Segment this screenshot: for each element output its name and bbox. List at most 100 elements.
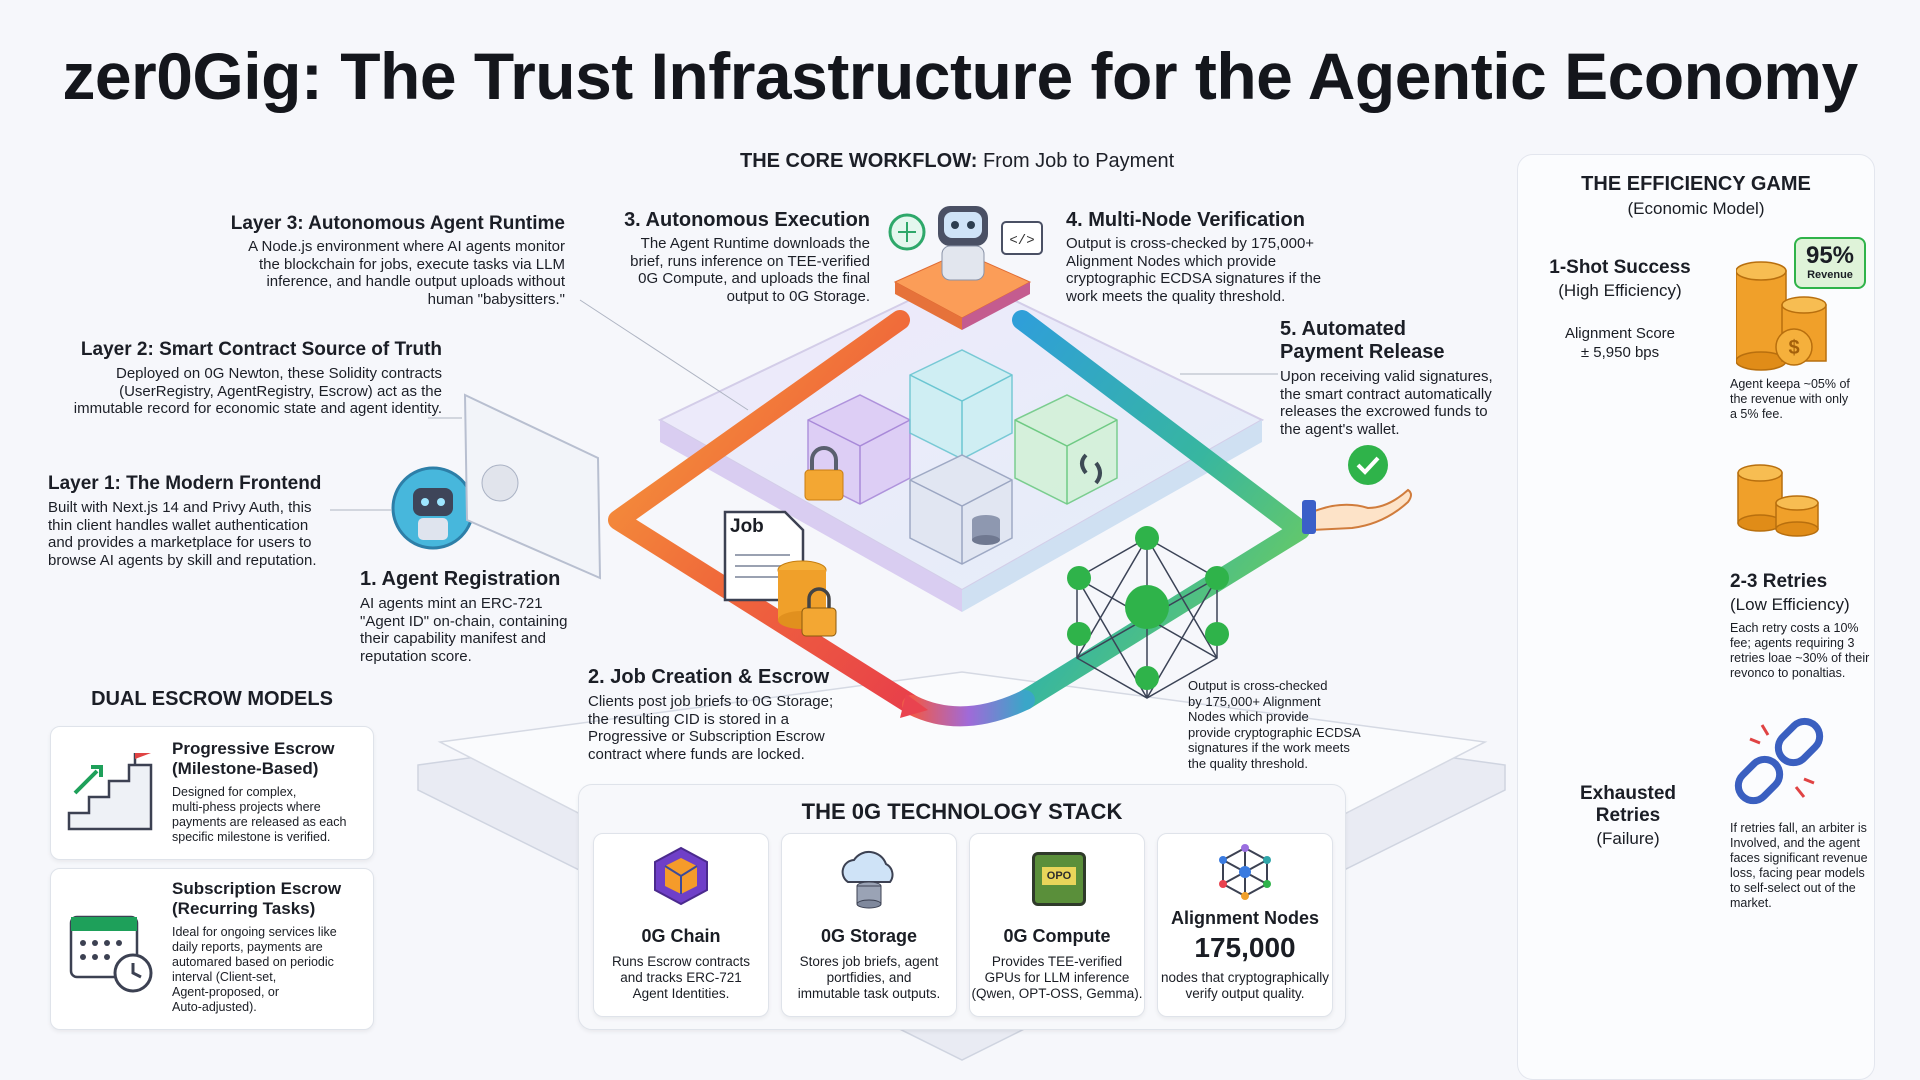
ring-arrow: [900, 694, 928, 718]
brain-icon: [888, 213, 926, 251]
one-shot-note-line: the revenue with only: [1730, 392, 1849, 406]
milestone-stairs-icon: [67, 753, 153, 831]
stack-name-storage: 0G Storage: [820, 926, 918, 946]
efficiency-subheading: (Economic Model): [1627, 199, 1765, 218]
exhausted-title-2: Retries: [1595, 805, 1661, 826]
agent-avatar-icon: [391, 466, 475, 550]
verify-note: Output is cross-checked by 175,000+ Alig…: [1188, 678, 1388, 771]
stack-desc-line: and tracks ERC-721: [620, 970, 742, 985]
stack-desc-line: nodes that cryptographically: [1160, 970, 1330, 985]
stack-desc-line: Runs Escrow contracts: [611, 954, 751, 969]
step-4-title: 4. Multi-Node Verification: [1066, 209, 1305, 231]
step-3-line: The Agent Runtime downloads the: [640, 235, 870, 252]
one-shot-title: 1-Shot Success: [1549, 257, 1691, 278]
subscription-escrow-line: Agent-proposed, or: [172, 985, 280, 999]
one-shot-note-line: Agent keepa ~05% of: [1730, 377, 1850, 391]
node-network-icon: [1219, 844, 1271, 900]
verify-note-line: by 175,000+ Alignment: [1188, 693, 1321, 709]
step-5-line: releases the excrowed funds to: [1280, 403, 1488, 420]
progressive-escrow-subtitle: (Milestone-Based): [172, 759, 319, 778]
step-3-title: 3. Autonomous Execution: [624, 209, 870, 231]
step-2-line: the resulting CID is stored in a: [588, 710, 789, 728]
one-shot-subtitle: (High Efficiency): [1558, 281, 1682, 300]
progressive-escrow-line: specific milestone is verified.: [172, 830, 331, 844]
progressive-escrow-line: payments are released as each: [172, 815, 347, 829]
cyan-cube: [909, 349, 1013, 460]
step-3-line: 0G Compute, and uploads the final: [638, 270, 870, 287]
gpu-chip-icon: OPO: [1032, 852, 1086, 906]
subscription-escrow-line: automared based on periodic: [172, 955, 334, 969]
revenue-badge-label: Revenue: [1807, 269, 1853, 281]
step-2-block: 2. Job Creation & Escrow Clients post jo…: [588, 666, 888, 763]
layer-2-line: (UserRegistry, AgentRegistry, Escrow) ac…: [119, 382, 442, 400]
layer-1-line: browse AI agents by skill and reputation…: [48, 551, 317, 569]
escrow-lock-icon: [801, 587, 837, 637]
step-1-block: 1. Agent Registration AI agents mint an …: [360, 568, 600, 665]
step-3-text: The Agent Runtime downloads the brief, r…: [610, 235, 870, 305]
step-5-line: the smart contract automatically: [1280, 385, 1492, 403]
subscription-escrow-text: Subscription Escrow (Recurring Tasks) Id…: [172, 879, 368, 1015]
step-2-text: Clients post job briefs to 0G Storage; t…: [588, 693, 888, 763]
step-4-line: work meets the quality threshold.: [1066, 287, 1286, 305]
subscription-escrow-line: interval (Client-set,: [172, 970, 277, 984]
step-4-text: Output is cross-checked by 175,000+ Alig…: [1066, 235, 1366, 305]
step-5-text: Upon receiving valid signatures, the sma…: [1280, 368, 1510, 438]
layer-3-line: A Node.js environment where AI agents mo…: [248, 238, 565, 255]
step-1-line: AI agents mint an ERC-721: [360, 595, 543, 612]
progressive-escrow-line: Designed for complex,: [172, 785, 297, 799]
escrow-heading: DUAL ESCROW MODELS: [91, 688, 333, 710]
stack-name-alignment: Alignment Nodes: [1170, 908, 1319, 928]
svg-text:</>: </>: [1009, 233, 1034, 249]
retries-note-line: Each retry costs a 10%: [1730, 621, 1859, 635]
svg-text:$: $: [1788, 337, 1799, 359]
step-4-block: 4. Multi-Node Verification Output is cro…: [1066, 209, 1366, 305]
profile-window-icon: [463, 393, 602, 580]
stack-desc-line: immutable task outputs.: [797, 986, 941, 1001]
exhausted-note-line: market.: [1730, 896, 1772, 910]
retries-note-line: revonco to ponaltias.: [1730, 666, 1846, 680]
verify-note-line: Output is cross-checked: [1188, 678, 1328, 693]
exhausted-subtitle: (Failure): [1596, 829, 1660, 848]
step-3-line: brief, runs inference on TEE-verified: [630, 252, 870, 270]
alignment-node-count: 175,000: [1194, 932, 1296, 963]
retries-note: Each retry costs a 10% fee; agents requi…: [1730, 621, 1872, 681]
step-5-line: Upon receiving valid signatures,: [1280, 368, 1493, 385]
retries-block: 2-3 Retries (Low Efficiency) Each retry …: [1730, 571, 1872, 681]
stack-desc-line: Agent Identities.: [632, 986, 730, 1001]
layer-2-block: Layer 2: Smart Contract Source of Truth …: [50, 339, 442, 418]
step-2-line: Clients post job briefs to 0G Storage;: [588, 693, 834, 710]
step-4-line: Output is cross-checked by 175,000+: [1066, 235, 1315, 252]
layer-1-line: thin client handles wallet authenticatio…: [48, 516, 309, 534]
page-title: zer0Gig: The Trust Infrastructure for th…: [62, 39, 1858, 113]
stack-desc-line: Stores job briefs, agent: [799, 954, 939, 969]
workflow-heading-bold: THE CORE WORKFLOW:: [740, 150, 978, 172]
exhausted-note-line: Involved, and the agent: [1730, 836, 1860, 850]
exhausted-note: If retries fall, an arbiter is Involved,…: [1730, 821, 1872, 911]
tech-stack-panel: THE 0G TECHNOLOGY STACK 0G Chain Runs Es…: [578, 784, 1346, 1030]
efficiency-panel: THE EFFICIENCY GAME (Economic Model) 1-S…: [1517, 154, 1875, 1080]
stack-name-compute: 0G Compute: [1003, 926, 1111, 946]
leader-lines: [330, 299, 1278, 511]
exhausted-block: Exhausted Retries (Failure): [1558, 783, 1698, 849]
stack-desc-chain: Runs Escrow contracts and tracks ERC-721…: [594, 954, 768, 1002]
step-1-title: 1. Agent Registration: [360, 568, 561, 590]
layer-1-block: Layer 1: The Modern Frontend Built with …: [48, 473, 348, 569]
alignment-score-label: Alignment Score: [1564, 325, 1676, 342]
sync-icon: [1080, 453, 1102, 485]
stack-card-alignment: Alignment Nodes 175,000 nodes that crypt…: [1157, 833, 1333, 1017]
step-5-line: the agent's wallet.: [1280, 420, 1400, 438]
chip-label: OPO: [1042, 867, 1076, 885]
layer-2-title: Layer 2: Smart Contract Source of Truth: [80, 339, 442, 360]
payment-hand-icon: [1302, 445, 1412, 534]
progressive-escrow-line: multi-phess projects where: [172, 800, 321, 814]
layer-1-title: Layer 1: The Modern Frontend: [48, 473, 322, 494]
layer-2-text: Deployed on 0G Newton, these Solidity co…: [50, 365, 442, 418]
layer-2-line: Deployed on 0G Newton, these Solidity co…: [115, 365, 442, 382]
exhausted-note-line: loss, facing pear models: [1730, 866, 1865, 880]
step-2-line: contract where funds are locked.: [588, 745, 805, 763]
step-1-line: "Agent ID" on-chain, containing: [360, 612, 568, 630]
database-icon: [972, 515, 1000, 545]
lock-icon: [804, 446, 844, 501]
step-5-title-2: Payment Release: [1280, 341, 1445, 363]
progressive-escrow-card: Progressive Escrow (Milestone-Based) Des…: [50, 726, 374, 860]
